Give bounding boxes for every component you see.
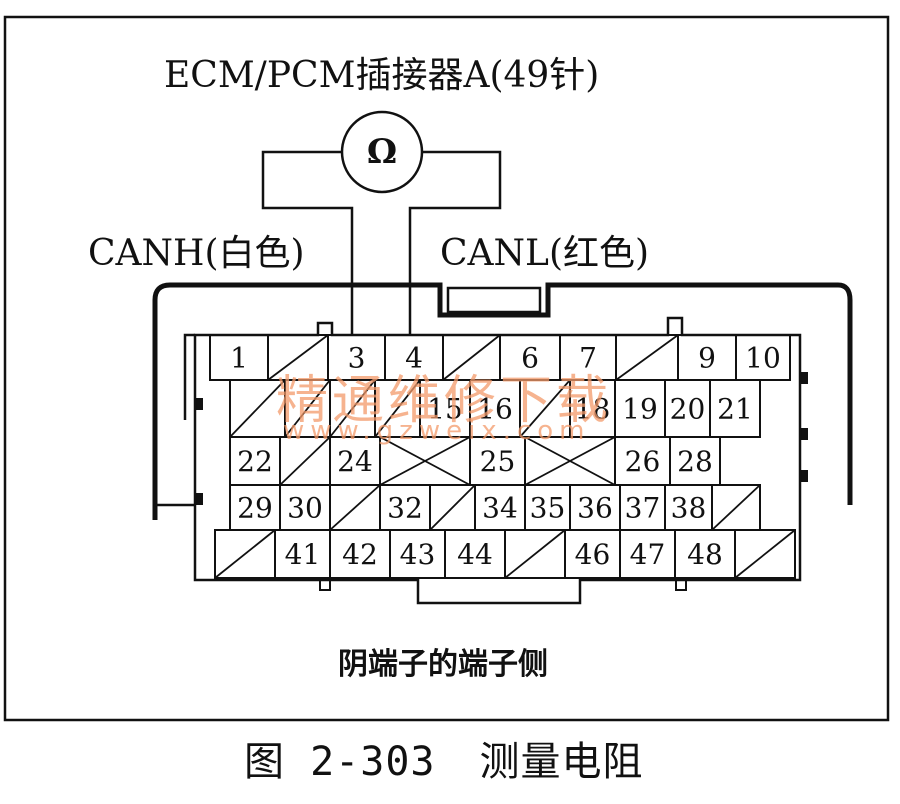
pin-label: 38 — [671, 492, 707, 525]
blank-pin-slash — [329, 379, 376, 438]
pin-label: 6 — [521, 342, 539, 375]
housing-tab — [800, 470, 808, 482]
blank-pin-slash — [429, 484, 476, 531]
figure-border — [3, 15, 890, 722]
pin-label: 22 — [237, 445, 273, 478]
blank-pin-slash — [711, 484, 761, 531]
pin-label: 15 — [427, 393, 463, 426]
pin-label: 7 — [579, 342, 597, 375]
blank-pin-slash — [214, 529, 276, 579]
pin-label: 28 — [677, 445, 713, 478]
watermark-text: 精通维修下载 — [276, 371, 613, 431]
housing-tab — [195, 398, 203, 410]
ohm-symbol: Ω — [366, 132, 398, 172]
pin-cell — [734, 529, 796, 579]
pin-label: 42 — [342, 538, 378, 571]
pin-label: 44 — [457, 538, 493, 571]
blank-pin-slash — [267, 334, 329, 381]
pin-label: 35 — [530, 492, 566, 525]
blank-pin-slash — [374, 379, 421, 438]
pin-label: 20 — [670, 393, 706, 426]
connector-foot — [675, 579, 687, 591]
pin-label: 37 — [625, 492, 661, 525]
connector-latch — [446, 286, 542, 314]
blank-pin-slash — [504, 529, 566, 579]
pin-label: 10 — [745, 342, 781, 375]
pin-label: 34 — [482, 492, 518, 525]
housing-tab — [800, 428, 808, 440]
blank-pin-slash — [279, 436, 331, 486]
lead-wire-canl — [408, 150, 502, 335]
pin-cell — [735, 334, 791, 381]
canl-wire-label: CANL(红色) — [440, 233, 650, 274]
pin-label: 21 — [717, 393, 753, 426]
pin-label: 9 — [698, 342, 716, 375]
lead-wire-canh — [261, 150, 354, 335]
pin-label: 26 — [625, 445, 661, 478]
pin-label: 43 — [400, 538, 436, 571]
pin-label: 48 — [687, 538, 723, 571]
pin-label: 41 — [285, 538, 321, 571]
blank-pin-slash — [442, 334, 501, 381]
blank-pin-slash — [284, 379, 331, 438]
watermark-url: www.gzweix.com — [283, 416, 591, 446]
blank-pin-slash — [519, 379, 571, 438]
pin-label: 3 — [348, 342, 366, 375]
pin-label: 29 — [237, 492, 273, 525]
blank-pin-cross — [524, 436, 616, 486]
pin-label: 4 — [405, 342, 423, 375]
pin-label: 36 — [577, 492, 613, 525]
pin-label: 24 — [337, 445, 373, 478]
housing-left-inner — [183, 333, 195, 420]
canh-wire-label: CANH(白色) — [88, 233, 305, 274]
pin-label: 18 — [575, 393, 611, 426]
connector-housing — [152, 282, 853, 520]
pin-label: 30 — [287, 492, 323, 525]
housing-tab — [195, 493, 203, 505]
pin-label: 32 — [387, 492, 423, 525]
blank-pin-cross — [379, 436, 471, 486]
pin-label: 1 — [230, 342, 248, 375]
blank-pin-slash — [734, 529, 796, 579]
pin-label: 47 — [630, 538, 666, 571]
figure-title: ECM/PCM插接器A(49针) — [164, 55, 600, 96]
blank-pin-slash — [615, 334, 679, 381]
pin-label: 46 — [575, 538, 611, 571]
pin-cell — [709, 379, 761, 438]
figure-caption: 图 2-303 测量电阻 — [244, 742, 644, 782]
blank-pin-slash — [229, 379, 286, 438]
housing-tab — [800, 372, 808, 384]
connector-view-label: 阴端子的端子侧 — [338, 647, 548, 682]
blank-pin-slash — [329, 484, 381, 531]
pin-label: 16 — [477, 393, 513, 426]
caption-number: 图 2-303 — [244, 739, 436, 785]
pin-label: 25 — [480, 445, 516, 478]
pin-label: 19 — [622, 393, 658, 426]
connector-foot — [319, 579, 331, 591]
caption-text: 测量电阻 — [479, 739, 644, 785]
